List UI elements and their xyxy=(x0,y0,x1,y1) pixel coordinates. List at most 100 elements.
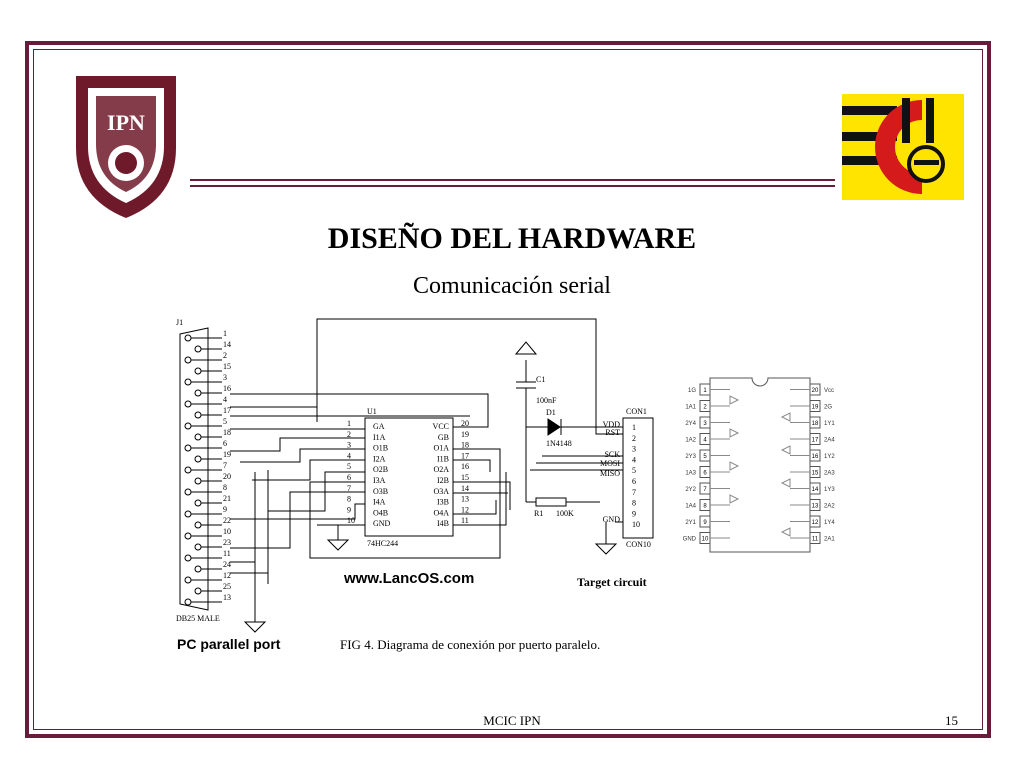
ic-left-pin-name: I4A xyxy=(373,498,386,507)
ic-left-pin-name: GA xyxy=(373,422,385,431)
db25-pin-number: 6 xyxy=(223,439,227,448)
db25-pin-number: 14 xyxy=(223,340,231,349)
db25-pin-circle xyxy=(194,411,202,419)
db25-pin-number: 1 xyxy=(223,329,227,338)
pinout-right-pin-name: 2A4 xyxy=(824,438,835,444)
db25-pin-number: 7 xyxy=(223,461,227,470)
pinout-right-pin-name: 1Y3 xyxy=(824,487,835,493)
ic-left-pin-name: O2B xyxy=(373,465,388,474)
db25-pin-circle xyxy=(184,554,192,562)
ic-right-pin-name: VCC xyxy=(433,422,449,431)
db25-pin-number: 22 xyxy=(223,516,231,525)
res-value: 100K xyxy=(556,509,574,518)
pinout-left-pin-number: 3 xyxy=(703,421,707,427)
buffer-symbol xyxy=(729,461,740,471)
pinout-left-pin-number: 8 xyxy=(703,504,707,510)
db25-pin-circle xyxy=(184,422,192,430)
pinout-left-pin-number: 2 xyxy=(703,405,707,411)
db25-pin-number: 5 xyxy=(223,417,227,426)
db25-pin-number: 16 xyxy=(223,384,231,393)
pinout-left-pin-name: 2Y4 xyxy=(685,421,696,427)
ic-right-pin-number: 19 xyxy=(461,430,469,439)
con-ref: CON1 xyxy=(626,407,647,416)
buffer-symbol xyxy=(780,412,791,422)
con-pin-number: 4 xyxy=(632,455,636,464)
db25-pin-number: 10 xyxy=(223,527,231,536)
db25-pin-circle xyxy=(194,345,202,353)
ic-left-pin-number: 7 xyxy=(347,484,351,493)
db25-pin-circle xyxy=(184,576,192,584)
con-pin-number: 8 xyxy=(632,499,636,508)
page-number: 15 xyxy=(945,713,958,728)
con-signal-label: RST xyxy=(605,428,620,437)
pinout-left-pin-name: 2Y1 xyxy=(685,520,696,526)
port-label: PC parallel port xyxy=(177,636,281,652)
pinout-right-pin-name: Vcc xyxy=(824,388,834,394)
con-pin-number: 7 xyxy=(632,488,636,497)
db25-pin-circle xyxy=(184,532,192,540)
slide-frame-inner xyxy=(33,49,983,730)
parallel-port-schematic: 1142153164175186197208219221023112412251… xyxy=(176,318,654,652)
db25-pin-circle xyxy=(194,389,202,397)
buffer-symbol xyxy=(780,445,791,455)
db25-pin-circle xyxy=(184,356,192,364)
ic-left-pin-number: 2 xyxy=(347,430,351,439)
ic-left-pin-name: O4B xyxy=(373,508,388,517)
ic-right-pin-name: O3A xyxy=(433,487,449,496)
pinout-right-pin-name: 1Y1 xyxy=(824,421,835,427)
db25-pin-number: 25 xyxy=(223,582,231,591)
pinout-left-pin-name: 1A2 xyxy=(685,438,696,444)
pinout-diagram: 11G21A132Y441A252Y361A372Y281A492Y110GND… xyxy=(683,377,835,553)
con-signal-label: MOSI xyxy=(600,459,620,468)
pinout-right-pin-name: 1Y2 xyxy=(824,454,835,460)
ic-left-pin-number: 4 xyxy=(347,451,351,460)
pinout-left-pin-name: 2Y2 xyxy=(685,487,696,493)
pinout-left-pin-number: 10 xyxy=(702,537,709,543)
pinout-right-pin-number: 13 xyxy=(812,504,819,510)
db25-pin-number: 24 xyxy=(223,560,231,569)
con-pin-number: 3 xyxy=(632,445,636,454)
pinout-right-pin-number: 17 xyxy=(812,438,819,444)
ic-right-pin-number: 15 xyxy=(461,473,469,482)
db25-pin-circle xyxy=(194,367,202,375)
slide-title: DISEÑO DEL HARDWARE xyxy=(327,222,697,255)
pinout-left-pin-name: 1A3 xyxy=(685,471,696,477)
ic-right-pin-name: I3B xyxy=(437,498,449,507)
db25-pin-number: 9 xyxy=(223,505,227,514)
pinout-left-pin-name: 1A4 xyxy=(685,504,696,510)
ic-right-pin-number: 20 xyxy=(461,419,469,428)
pinout-right-pin-number: 19 xyxy=(812,405,819,411)
watermark-text: www.LancOS.com xyxy=(343,570,474,587)
ic-left-pin-number: 6 xyxy=(347,473,351,482)
pinout-left-pin-number: 9 xyxy=(703,520,707,526)
db25-pin-number: 4 xyxy=(223,395,227,404)
buffer-symbol xyxy=(729,494,740,504)
header-rule-top xyxy=(190,179,835,181)
db25-pin-number: 3 xyxy=(223,373,227,382)
ic-left-pin-number: 10 xyxy=(347,516,355,525)
cic-logo xyxy=(842,94,964,200)
pinout-left-pin-number: 5 xyxy=(703,454,707,460)
pinout-left-pin-number: 7 xyxy=(703,487,707,493)
ic-left-pin-number: 3 xyxy=(347,441,351,450)
db25-pin-number: 23 xyxy=(223,538,231,547)
slide-subtitle: Comunicación serial xyxy=(413,273,611,299)
pinout-left-pin-number: 1 xyxy=(703,388,707,394)
ic-left-pin-name: I1A xyxy=(373,433,386,442)
ic-right-pin-number: 11 xyxy=(461,516,469,525)
db25-pin-circle xyxy=(184,488,192,496)
ic-right-pin-name: O2A xyxy=(433,465,449,474)
con-pin-number: 9 xyxy=(632,509,636,518)
pinout-right-pin-number: 12 xyxy=(812,520,819,526)
pinout-right-pin-number: 18 xyxy=(812,421,819,427)
db25-pin-circle xyxy=(184,466,192,474)
db25-pin-number: 19 xyxy=(223,450,231,459)
pinout-right-pin-number: 11 xyxy=(812,537,819,543)
db25-pin-circle xyxy=(194,521,202,529)
db25-pin-number: 13 xyxy=(223,593,231,602)
con-pin-number: 10 xyxy=(632,520,640,529)
pinout-right-pin-number: 15 xyxy=(812,471,819,477)
ic-left-pin-name: I3A xyxy=(373,476,386,485)
ic-right-pin-name: I4B xyxy=(437,519,449,528)
slide-frame-outer xyxy=(25,41,991,738)
